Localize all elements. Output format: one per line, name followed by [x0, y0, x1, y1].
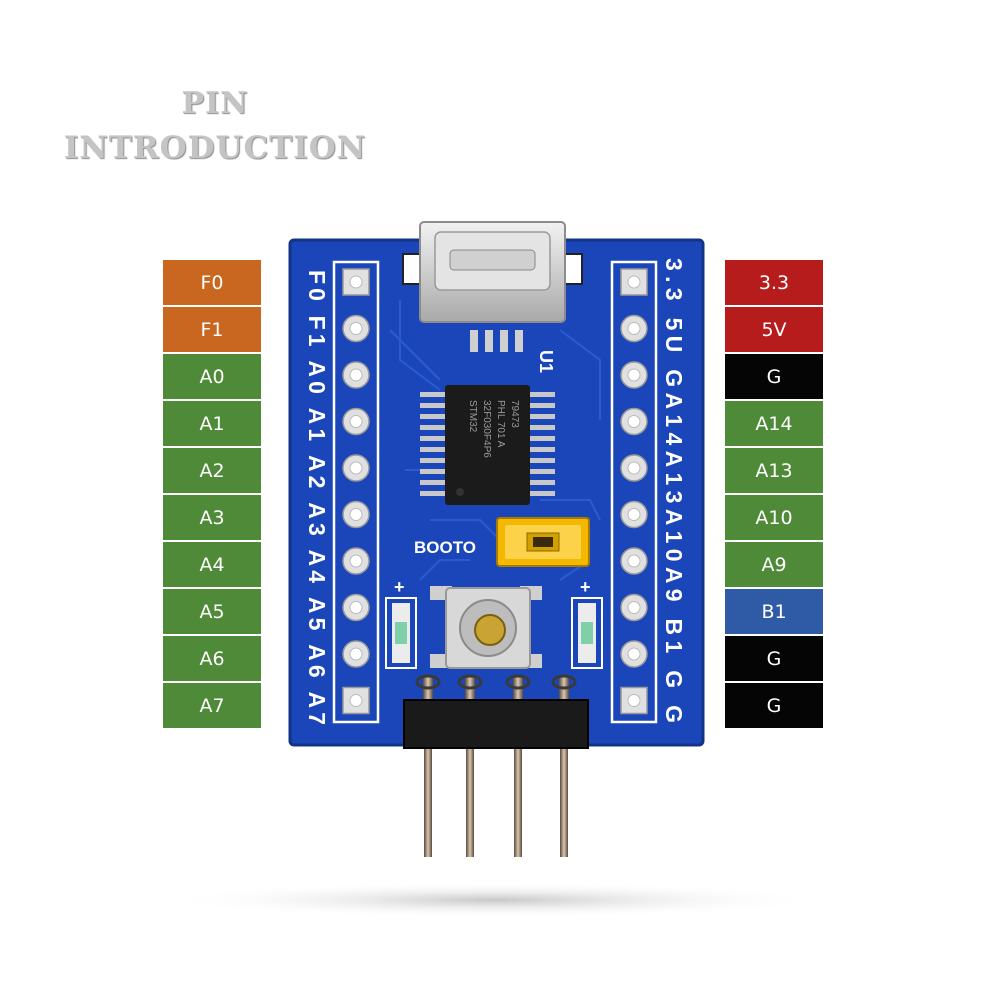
header-pad	[342, 314, 370, 343]
chip-pin	[420, 491, 446, 496]
right-pin-label-g-8: G	[725, 636, 823, 681]
left-header-frame	[332, 260, 380, 724]
left-pin-label-a1-3: A1	[163, 401, 261, 446]
header-pad	[342, 640, 370, 668]
micro-usb-connector	[402, 221, 583, 352]
u1-label: U1	[536, 350, 556, 373]
header-pad	[620, 361, 648, 389]
boot-label: BOOTO	[414, 538, 476, 557]
header-pad	[620, 593, 648, 622]
chip-pin	[529, 469, 555, 474]
header-pad	[620, 686, 648, 715]
right-pin-label-5v-1: 5V	[725, 307, 823, 352]
led-right: +	[571, 577, 603, 669]
right-pin-label-b1-7: B1	[725, 589, 823, 634]
chip-pin	[420, 436, 446, 441]
header-pad	[620, 547, 648, 575]
chip-pin	[420, 469, 446, 474]
reset-button[interactable]	[430, 586, 542, 669]
left-pin-label-a7-9: A7	[163, 683, 261, 728]
chip-marking-4: 79473	[509, 400, 520, 428]
header-pad	[620, 454, 648, 482]
chip-pin	[420, 414, 446, 419]
chip-marking-3: PHL 701 A	[495, 400, 506, 448]
chip-pin	[420, 447, 446, 452]
right-pin-label-g-2: G	[725, 354, 823, 399]
right-pin-label-a10-5: A10	[725, 495, 823, 540]
right-pin-label-3-3-0: 3.3	[725, 260, 823, 305]
right-pin-label-g-9: G	[725, 683, 823, 728]
chip-pin	[529, 480, 555, 485]
chip-pin	[529, 436, 555, 441]
header-pad	[342, 547, 370, 575]
chip-pin	[420, 403, 446, 408]
board-shadow	[165, 882, 825, 918]
left-pin-label-a3-5: A3	[163, 495, 261, 540]
left-pin-label-f1-1: F1	[163, 307, 261, 352]
left-pin-label-a4-6: A4	[163, 542, 261, 587]
right-silk-labels: 3.3 5U GA14A13A10A9 B1 G G	[661, 258, 687, 723]
boot-jumper[interactable]	[496, 517, 590, 567]
left-pin-label-a6-8: A6	[163, 636, 261, 681]
chip-pin	[529, 447, 555, 452]
chip-marking-1: STM32	[467, 400, 478, 433]
chip-pin	[529, 403, 555, 408]
chip-pin	[529, 425, 555, 430]
left-pad-row	[342, 268, 370, 715]
header-pin	[415, 674, 441, 857]
chip-pin	[420, 480, 446, 485]
title-line-1: PIN	[181, 86, 249, 121]
header-pad	[620, 268, 648, 296]
chip-pin	[420, 458, 446, 463]
swd-pin-header	[403, 674, 589, 857]
chip-pin	[420, 392, 446, 397]
left-pin-label-a0-2: A0	[163, 354, 261, 399]
svg-text:+: +	[580, 577, 591, 597]
pcb-traces	[389, 300, 601, 581]
right-header-frame	[610, 260, 658, 724]
right-pin-label-a14-3: A14	[725, 401, 823, 446]
header-pad	[342, 454, 370, 482]
header-pad	[342, 593, 370, 622]
header-pad	[342, 686, 370, 715]
header-pad	[342, 268, 370, 296]
header-pad	[342, 361, 370, 389]
header-pin	[457, 674, 483, 857]
right-pin-label-a13-4: A13	[725, 448, 823, 493]
header-pad	[620, 640, 648, 668]
led-left: +	[385, 577, 417, 669]
right-pad-row	[620, 268, 648, 715]
chip-pin	[529, 458, 555, 463]
title-line-2: INTRODUCTION	[63, 130, 367, 166]
left-pin-label-a2-4: A2	[163, 448, 261, 493]
left-silk-labels: F0 F1 A0 A1 A2 A3 A4 A5 A6 A7	[304, 270, 330, 725]
header-pin	[551, 674, 577, 857]
header-pad	[620, 500, 648, 529]
mcu-chip	[420, 385, 555, 505]
header-pin	[505, 674, 531, 857]
right-pin-label-a9-6: A9	[725, 542, 823, 587]
chip-pin	[420, 425, 446, 430]
left-pin-label-f0-0: F0	[163, 260, 261, 305]
chip-pin	[529, 392, 555, 397]
header-pad	[620, 314, 648, 343]
chip-pin	[529, 414, 555, 419]
header-pad	[342, 407, 370, 436]
svg-text:+: +	[394, 577, 405, 597]
chip-pin	[529, 491, 555, 496]
header-pad	[620, 407, 648, 436]
chip-marking-2: 32F030F4P6	[481, 400, 492, 458]
left-pin-label-a5-7: A5	[163, 589, 261, 634]
header-pad	[342, 500, 370, 529]
